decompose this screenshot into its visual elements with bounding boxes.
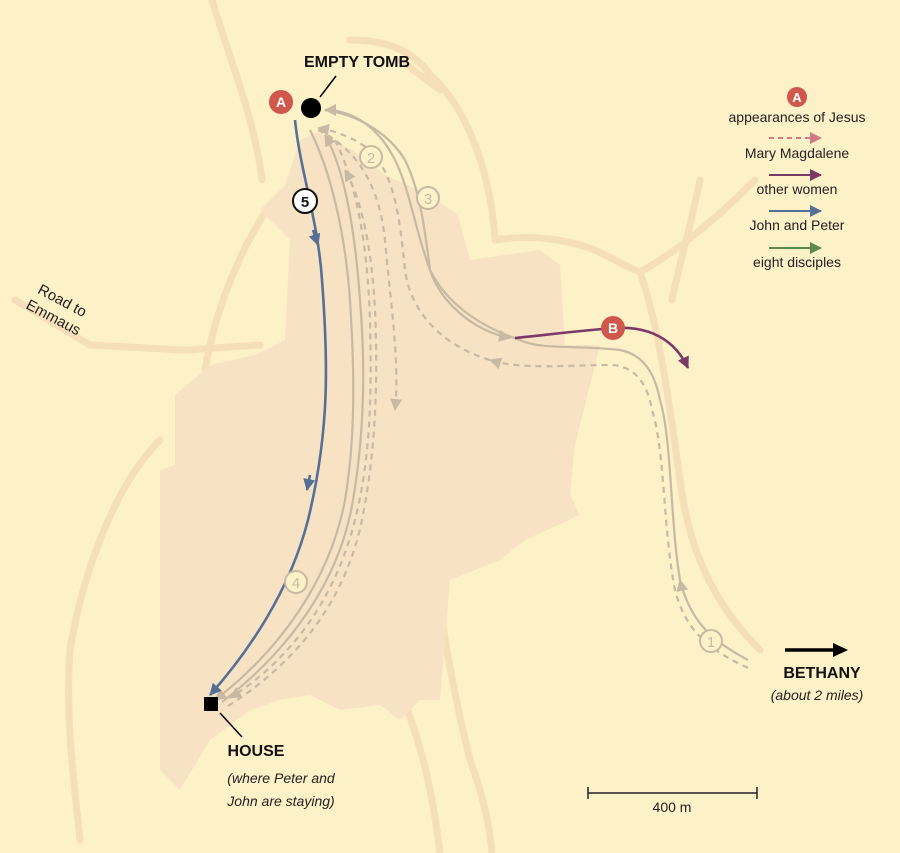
route-1-marker — [699, 629, 723, 653]
legend-appearances: appearances of Jesus — [729, 109, 866, 125]
route-2-marker — [359, 145, 383, 169]
route-3-marker — [416, 186, 440, 210]
house-label: HOUSE — [228, 743, 285, 760]
roads — [11, 0, 764, 853]
tomb-leader-line — [319, 75, 337, 98]
route-mary-to-house — [229, 139, 372, 699]
route-3-solid — [324, 108, 511, 342]
appearance-b-marker — [601, 316, 625, 340]
house-note-line1: (where Peter and — [227, 770, 336, 786]
route-2-dashed-up — [317, 123, 491, 362]
appearance-a-label: A — [276, 94, 286, 110]
road-north-west — [208, 0, 266, 184]
road-to-emmaus — [11, 296, 264, 354]
legend-marker-label: A — [792, 90, 802, 105]
route-1-to-tomb — [324, 104, 662, 401]
legend-john-peter: John and Peter — [750, 217, 845, 233]
appearance-a-marker — [269, 90, 293, 114]
scale-label: 400 m — [653, 799, 692, 815]
house-leader-line — [219, 712, 243, 738]
route-2-label: 2 — [367, 150, 375, 167]
house-note-line2: John are staying) — [226, 793, 334, 809]
kidron-valley — [636, 268, 764, 654]
route-mary-from-house — [227, 169, 378, 707]
route-5-marker — [292, 188, 318, 214]
legend-mary: Mary Magdalene — [745, 145, 849, 161]
route-number-markers: 1 2 3 4 5 — [284, 145, 723, 653]
empty-tomb-label: EMPTY TOMB — [304, 54, 410, 71]
legend: A appearances of Jesus Mary Magdalene ot… — [729, 87, 866, 270]
road-west-valley — [65, 436, 164, 844]
black-square-house-icon — [204, 697, 218, 711]
road-olives-ridge — [668, 176, 704, 304]
route-5-label: 5 — [301, 194, 309, 211]
route-4-solid-down — [214, 129, 355, 701]
john-peter-arrow-2 — [303, 474, 316, 491]
city-area — [160, 132, 600, 790]
black-circle-tomb-icon — [301, 98, 321, 118]
scale-bar: 400 m — [587, 787, 758, 815]
route-4-label: 4 — [292, 575, 300, 592]
legend-women: other women — [757, 181, 838, 197]
route-1-dashed — [489, 357, 749, 669]
route-4-marker — [284, 570, 308, 594]
john-peter-arrow-1 — [308, 229, 321, 246]
route-3-label: 3 — [424, 191, 432, 208]
routes-gray — [214, 104, 749, 707]
road-north-east — [346, 36, 644, 276]
road-to-olives — [636, 176, 759, 276]
arrow-right-icon — [833, 643, 848, 657]
bethany-note: (about 2 miles) — [771, 687, 864, 703]
route-1-label: 1 — [707, 634, 715, 651]
road-spur — [396, 56, 444, 94]
route-2-dashed-down — [317, 129, 403, 411]
bethany-label: BETHANY — [783, 665, 861, 682]
legend-disciples: eight disciples — [753, 254, 841, 270]
legend-appearance-marker — [787, 87, 807, 107]
route-4-solid-up — [221, 134, 365, 703]
appearance-b-label: B — [608, 320, 618, 336]
